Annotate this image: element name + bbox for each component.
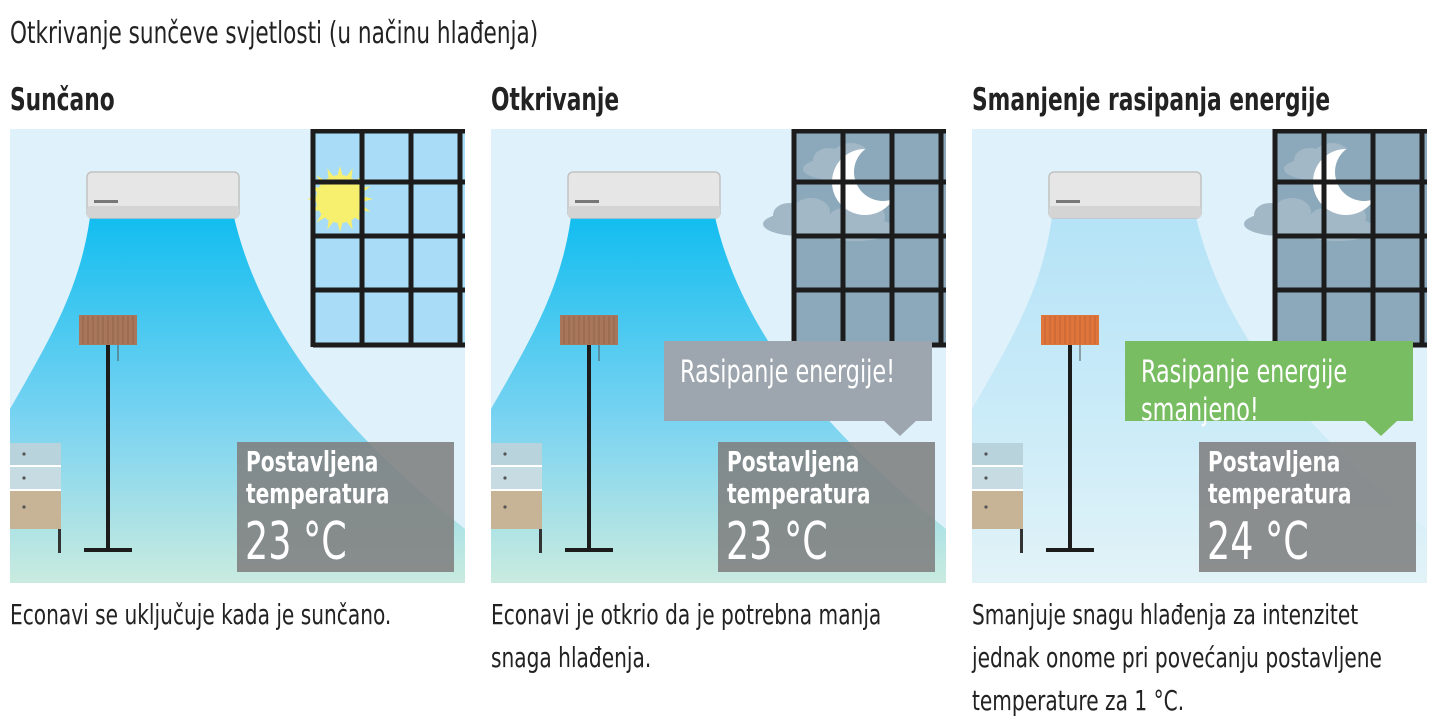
air-conditioner-icon (567, 171, 721, 219)
window-frame (310, 129, 465, 348)
page-title: Otkrivanje sunčeve svjetlosti (u načinu … (10, 16, 539, 51)
room-scene: Rasipanje energije! Postavljena temperatu… (491, 129, 946, 583)
window (307, 129, 465, 348)
air-conditioner-icon (1048, 171, 1202, 219)
bubble-tail (1365, 421, 1397, 436)
panel-caption: Econavi je otkrio da je potrebna manja s… (491, 598, 882, 674)
air-conditioner-icon (86, 171, 240, 219)
panel-caption: Smanjuje snagu hlađenja za intenzitet je… (972, 598, 1382, 717)
window (763, 129, 946, 348)
dresser-icon (972, 443, 1023, 553)
floor-lamp-icon (1041, 315, 1099, 552)
window (1244, 129, 1427, 348)
floor-lamp-icon (560, 315, 618, 552)
bubble-tail (884, 421, 916, 436)
speech-bubble: Rasipanje energije! (664, 341, 932, 436)
panel-caption: Econavi se uključuje kada je sunčano. (10, 598, 392, 631)
set-temperature-value: 23 °C (245, 512, 347, 572)
set-temperature-label: Postavljena temperatura (727, 445, 871, 510)
panel-heading: Otkrivanje (491, 82, 620, 118)
panel-heading: Sunčano (10, 82, 115, 118)
sun-icon (307, 166, 373, 232)
speech-bubble: Rasipanje energije smanjeno! (1125, 341, 1413, 436)
floor-lamp-icon (79, 315, 137, 552)
panel-heading: Smanjenje rasipanja energije (972, 82, 1331, 118)
room-scene: Rasipanje energije smanjeno! Postavljena … (972, 129, 1427, 583)
set-temperature-value: 24 °C (1207, 512, 1309, 572)
set-temperature-value: 23 °C (726, 512, 828, 572)
dresser-icon (10, 443, 61, 553)
bubble-text: Rasipanje energije smanjeno! (1141, 354, 1348, 428)
set-temperature-label: Postavljena temperatura (246, 445, 390, 510)
bubble-text: Rasipanje energije! (680, 354, 896, 390)
dresser-icon (491, 443, 542, 553)
set-temperature-label: Postavljena temperatura (1208, 445, 1352, 510)
